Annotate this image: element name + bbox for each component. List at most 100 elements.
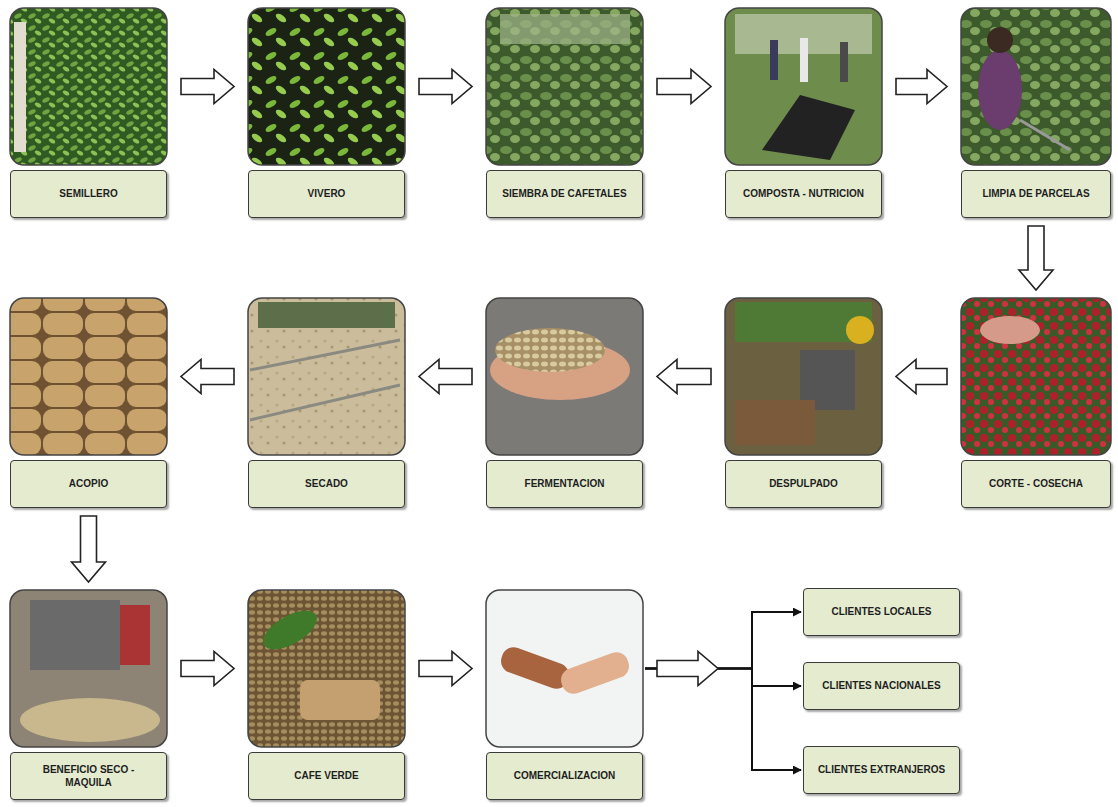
dry-mill-photo-shape — [20, 698, 160, 742]
harvest-photo-shape — [961, 298, 1111, 455]
process-step: COMPOSTA - NUTRICION — [725, 8, 882, 218]
step-label: FERMENTACION — [486, 460, 643, 508]
green-coffee-photo-shape — [257, 603, 323, 657]
dry-mill-photo-shape — [120, 605, 150, 665]
step-label: COMERCIALIZACION — [486, 752, 643, 800]
flow-arrow — [72, 516, 106, 582]
process-step: SEMILLERO — [10, 8, 167, 218]
drying-photo — [248, 298, 405, 455]
compost-photo-shape — [770, 40, 778, 80]
flow-arrow — [1019, 226, 1053, 290]
process-step: FERMENTACION — [486, 298, 643, 508]
drying-photo-shape — [248, 298, 405, 455]
weeding-photo-shape — [978, 50, 1022, 130]
pulping-photo-shape — [735, 400, 815, 445]
harvest-photo — [961, 298, 1111, 455]
flow-arrow — [419, 652, 472, 686]
flow-arrow — [896, 360, 947, 394]
process-step: DESPULPADO — [725, 298, 882, 508]
branch-arrow — [645, 669, 801, 771]
step-label: ACOPIO — [10, 460, 167, 508]
step-label: LIMPIA DE PARCELAS — [961, 170, 1111, 218]
step-label: DESPULPADO — [725, 460, 882, 508]
step-label: CLIENTES LOCALES — [803, 588, 960, 636]
harvest-photo-shape — [961, 298, 1111, 455]
step-label: SECADO — [248, 460, 405, 508]
seedbed-photo-shape — [10, 8, 167, 165]
weeding-photo — [961, 8, 1111, 165]
green-coffee-photo-shape — [248, 590, 405, 747]
handshake-photo-shape — [486, 590, 643, 747]
handshake-photo-shape — [486, 590, 643, 747]
step-label: CLIENTES NACIONALES — [803, 662, 960, 710]
step-label: BENEFICIO SECO - MAQUILA — [10, 752, 167, 800]
seedbed-photo-shape — [14, 22, 26, 152]
weeding-photo-shape — [987, 27, 1013, 53]
handshake-photo — [486, 590, 643, 747]
storage-photo-shape — [10, 298, 167, 455]
drying-photo-shape — [250, 385, 400, 420]
handshake-photo-shape — [558, 649, 633, 697]
green-coffee-photo-shape — [300, 680, 380, 720]
green-coffee-photo-shape — [248, 590, 405, 747]
weeding-photo-shape — [1020, 120, 1070, 150]
flow-arrow-decoration — [657, 652, 718, 686]
fermentation-photo — [486, 298, 643, 455]
flow-arrow — [896, 70, 947, 104]
process-step: BENEFICIO SECO - MAQUILA — [10, 590, 167, 800]
compost-photo — [725, 8, 882, 165]
process-step: SIEMBRA DE CAFETALES — [486, 8, 643, 218]
process-step: SECADO — [248, 298, 405, 508]
compost-photo-shape — [725, 8, 882, 165]
storage-photo — [10, 298, 167, 455]
step-label: SEMILLERO — [10, 170, 167, 218]
weeding-photo-shape — [961, 8, 1111, 165]
process-step: COMERCIALIZACION — [486, 590, 643, 800]
seedbed-photo — [10, 8, 167, 165]
nursery-photo-shape — [248, 8, 405, 165]
step-label: COMPOSTA - NUTRICION — [725, 170, 882, 218]
compost-photo-shape — [800, 38, 808, 82]
compost-photo-shape — [725, 8, 882, 165]
dry-mill-photo-shape — [30, 600, 120, 670]
pulping-photo-shape — [725, 298, 882, 455]
nursery-photo-shape — [248, 8, 405, 165]
compost-photo-shape — [762, 95, 855, 160]
fermentation-photo-shape — [495, 328, 605, 372]
plantation-photo-shape — [486, 8, 643, 165]
dry-mill-photo — [10, 590, 167, 747]
harvest-photo-shape — [980, 316, 1040, 344]
storage-photo-shape — [10, 298, 167, 455]
process-step: LIMPIA DE PARCELAS — [961, 8, 1111, 218]
process-step: ACOPIO — [10, 298, 167, 508]
drying-photo-shape — [248, 298, 405, 455]
nursery-photo — [248, 8, 405, 165]
flow-arrow — [657, 360, 711, 394]
weeding-photo-shape — [961, 8, 1111, 165]
flow-arrow — [419, 70, 472, 104]
fermentation-photo-shape — [486, 298, 643, 455]
compost-photo-shape — [840, 42, 848, 82]
dry-mill-photo-shape — [10, 590, 167, 747]
process-step: CLIENTES LOCALES — [803, 588, 960, 636]
plantation-photo — [486, 8, 643, 165]
drying-photo-shape — [258, 302, 395, 328]
green-coffee-photo — [248, 590, 405, 747]
dry-mill-photo-shape — [10, 590, 167, 747]
step-label: SIEMBRA DE CAFETALES — [486, 170, 643, 218]
plantation-photo-shape — [500, 14, 630, 44]
flow-arrow — [181, 360, 234, 394]
flow-arrow — [181, 70, 234, 104]
pulping-photo — [725, 298, 882, 455]
plantation-photo-shape — [486, 8, 643, 165]
seedbed-photo-shape — [10, 8, 167, 165]
step-label: VIVERO — [248, 170, 405, 218]
step-label: CLIENTES EXTRANJEROS — [803, 746, 960, 794]
pulping-photo-shape — [725, 298, 882, 455]
step-label: CAFE VERDE — [248, 752, 405, 800]
flow-arrow — [657, 70, 711, 104]
flow-arrow — [419, 360, 472, 394]
pulping-photo-shape — [846, 316, 874, 344]
process-step: CAFE VERDE — [248, 590, 405, 800]
